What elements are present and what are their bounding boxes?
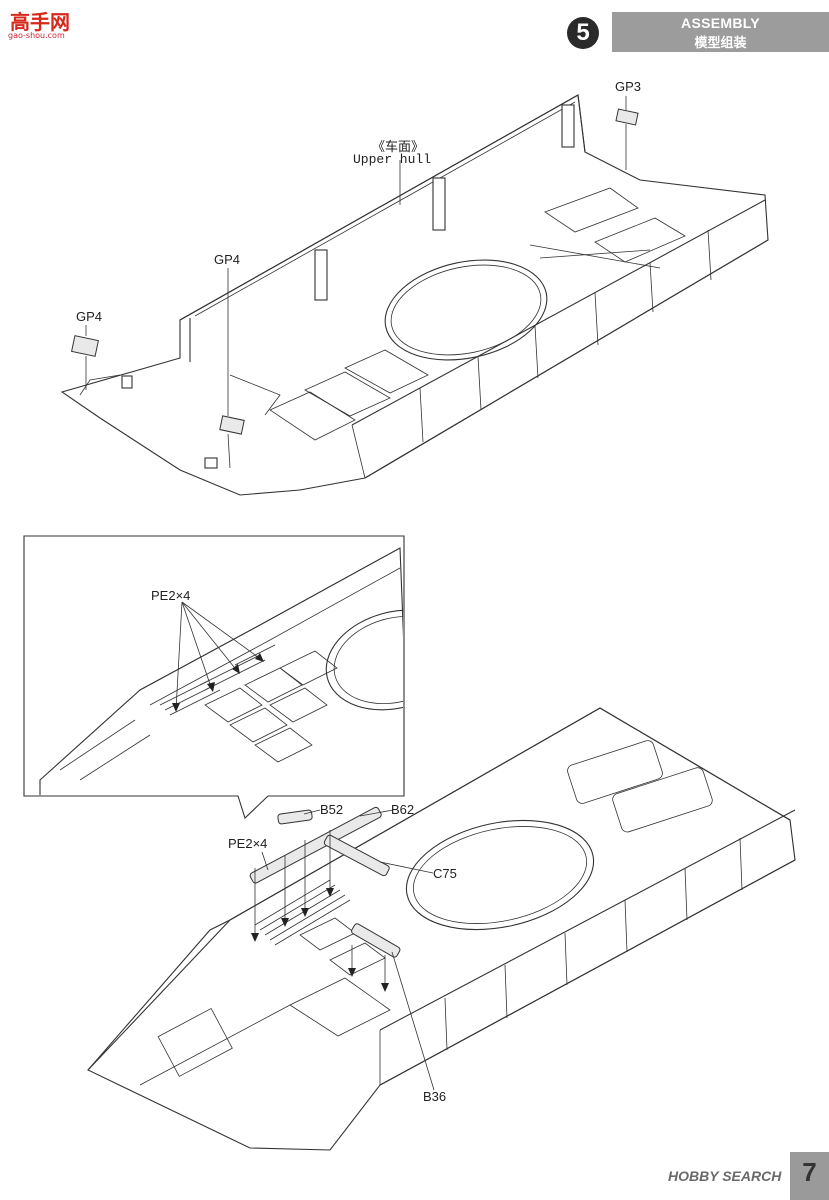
part-label-gp3: GP3 bbox=[615, 79, 642, 94]
section-title-cn: 模型组装 bbox=[694, 36, 747, 51]
site-logo-url: gao-shou.com bbox=[8, 31, 65, 40]
section-title-en: ASSEMBLY bbox=[681, 15, 760, 31]
part-label-b62: B62 bbox=[391, 802, 415, 817]
part-label-gp4-front: GP4 bbox=[76, 309, 103, 324]
top-leader-lines bbox=[85, 96, 627, 469]
part-label-b52: B52 bbox=[320, 802, 344, 817]
hull-label-en: Upper hull bbox=[353, 152, 432, 167]
inset-pe-arrows bbox=[172, 601, 264, 712]
step-number-badge: 5 bbox=[567, 17, 599, 49]
hobby-search-watermark: HOBBY SEARCH bbox=[668, 1168, 782, 1184]
part-label-c75: C75 bbox=[433, 866, 457, 881]
hull-label-cn: 《车面》 bbox=[372, 140, 425, 155]
bottom-pe-label: PE2×4 bbox=[228, 836, 268, 851]
inset-pe-label: PE2×4 bbox=[151, 588, 191, 603]
section-header: ASSEMBLY 模型组装 bbox=[612, 12, 829, 52]
upper-hull-drawing bbox=[60, 94, 769, 496]
site-logo: 高手网 gao-shou.com bbox=[4, 4, 78, 40]
bottom-leader-lines bbox=[251, 809, 435, 1091]
site-logo-glyphs: 高手网 bbox=[10, 10, 70, 34]
bottom-part-pieces bbox=[249, 806, 401, 958]
part-label-b36: B36 bbox=[423, 1089, 447, 1104]
page-number: 7 bbox=[790, 1152, 829, 1200]
gp-part-pieces bbox=[71, 108, 639, 435]
part-label-gp4-middle: GP4 bbox=[214, 252, 241, 267]
detail-inset bbox=[23, 535, 405, 820]
